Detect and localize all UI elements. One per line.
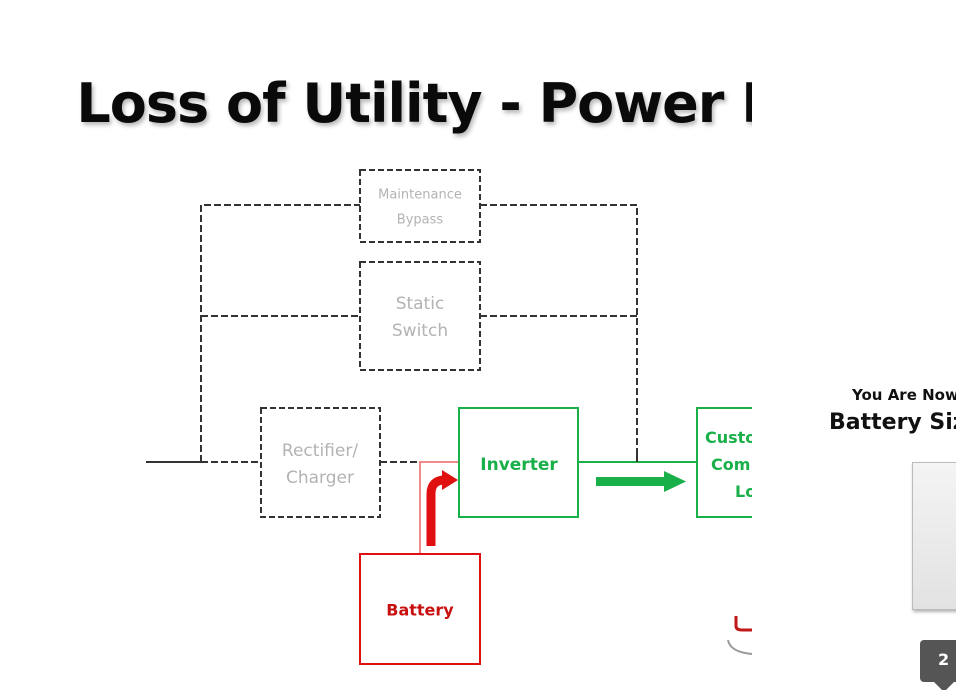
static-switch-box: Static Switch [359, 261, 481, 371]
customer-load-label-1: Custo [705, 428, 756, 447]
side-panel-caption: You Are Now [852, 386, 956, 404]
battery-discharge-arrow-icon [426, 470, 458, 546]
side-panel-heading: Battery Siz [829, 410, 956, 435]
battery-box: Battery [359, 553, 481, 665]
static-switch-label-2: Switch [392, 321, 448, 341]
static-switch-label-1: Static [396, 294, 445, 314]
maintenance-bypass-label-2: Bypass [397, 213, 444, 228]
rectifier-charger-box: Rectifier/ Charger [260, 407, 381, 518]
inverter-box: Inverter [458, 407, 579, 518]
customer-load-label-2: Com [711, 455, 750, 474]
rectifier-label-1: Rectifier/ [282, 441, 358, 461]
presenter-photo [912, 462, 956, 610]
battery-label: Battery [386, 601, 454, 620]
rectifier-label-2: Charger [286, 468, 354, 488]
battery-feed-line [419, 461, 459, 554]
maintenance-bypass-box: Maintenance Bypass [359, 169, 481, 243]
bypass-line-top [200, 204, 638, 462]
customer-load-label-3: Lo [735, 482, 756, 501]
side-thumbnail-panel[interactable]: You Are Now Battery Siz 2 [752, 0, 956, 690]
bypass-wiring [200, 204, 638, 463]
logo-fragment-icon [727, 616, 753, 655]
inverter-label: Inverter [480, 455, 558, 475]
power-flow-arrow-icon [596, 471, 686, 492]
slide-counter-badge: 2 [920, 640, 956, 690]
maintenance-bypass-label-1: Maintenance [378, 188, 462, 203]
slide-title: Loss of Utility - Power Flow [76, 72, 880, 135]
